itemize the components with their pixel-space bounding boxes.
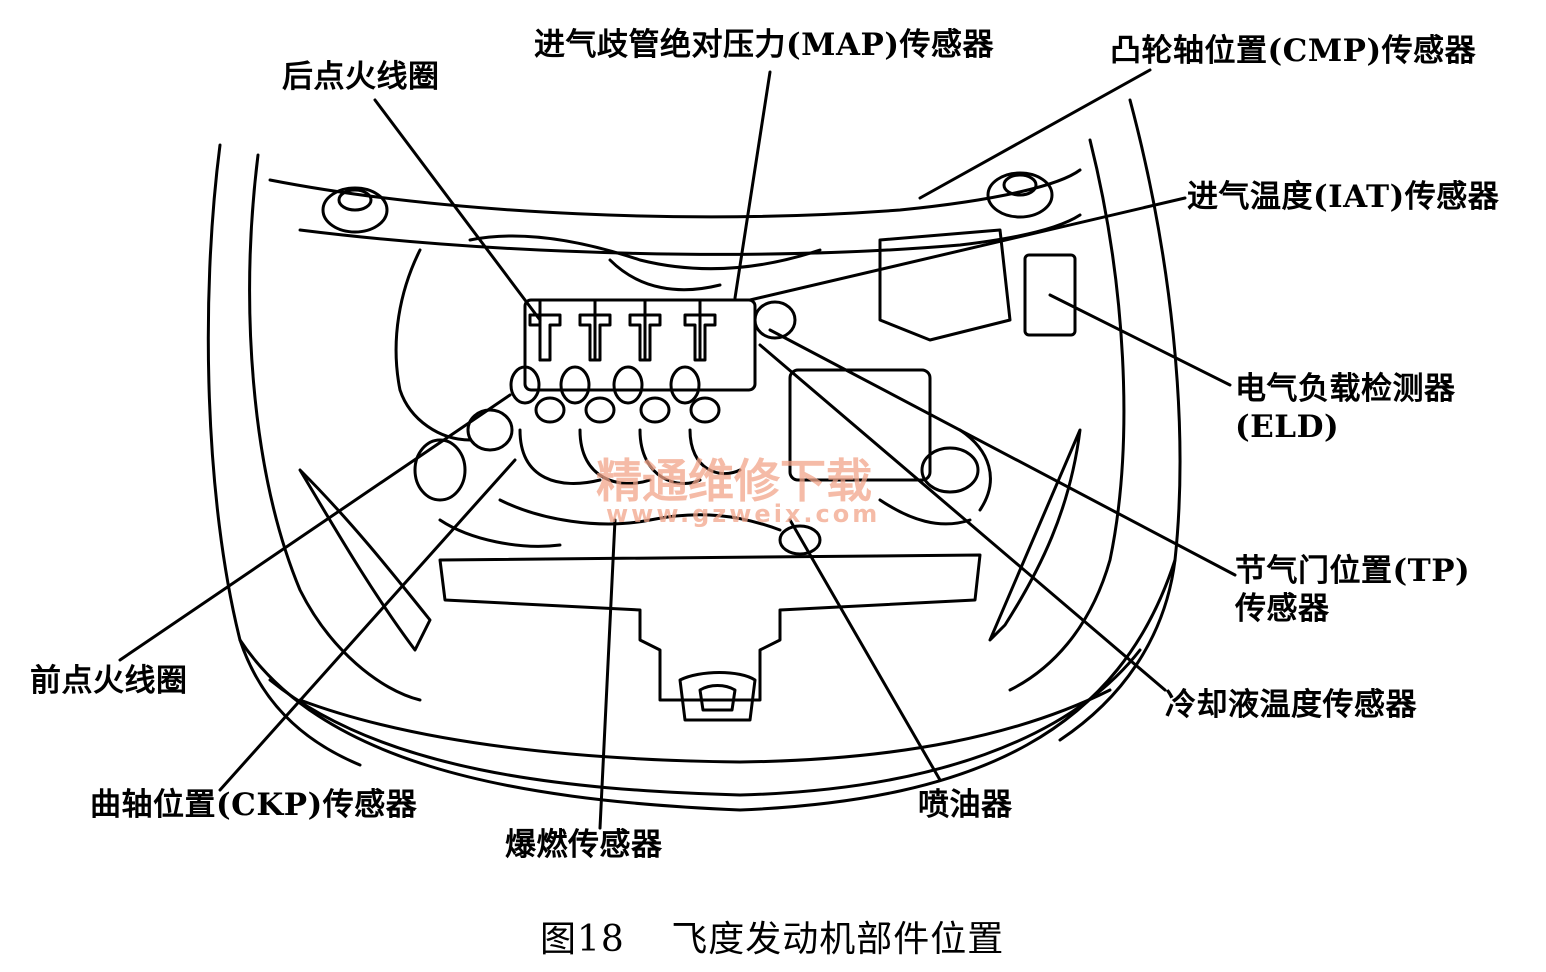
hood-outline-left: [206, 143, 362, 767]
hose-left: [394, 248, 472, 442]
strut-tower-right: [986, 171, 1054, 219]
label-ckp-sensor: 曲轴位置(CKP)传感器: [90, 787, 418, 823]
leader-front-ignition-coil: [118, 393, 512, 662]
label-rear-ignition-coil: 后点火线圈: [282, 59, 440, 95]
leader-eld: [1048, 293, 1232, 387]
label-iat-sensor: 进气温度(IAT)传感器: [1187, 179, 1500, 215]
leader-injector: [788, 518, 942, 782]
figure-title: 飞度发动机部件位置: [671, 919, 1005, 960]
coolant-component: [778, 524, 822, 556]
leader-knock-sensor: [598, 518, 617, 830]
battery: [788, 368, 932, 482]
leader-ckp-sensor: [218, 458, 517, 792]
hood-outline-right: [1058, 98, 1182, 742]
leader-iat-sensor: [748, 196, 1187, 302]
bumper-line-3: [298, 688, 1112, 764]
bumper-line-2: [268, 648, 1142, 797]
reservoir-left: [413, 438, 467, 502]
hood-outline-left-inner: [248, 153, 422, 702]
leader-map-sensor: [733, 70, 772, 300]
leader-cmp-sensor: [918, 68, 1152, 200]
label-cmp-sensor: 凸轮轴位置(CMP)传感器: [1110, 33, 1477, 69]
label-injector: 喷油器: [918, 787, 1013, 823]
bumper-line-1: [238, 558, 1177, 812]
label-tp-sensor: 节气门位置(TP) 传感器: [1235, 552, 1470, 628]
cowl-line-2: [298, 213, 1082, 256]
figure-number: 图18: [540, 919, 625, 960]
headlight-right: [988, 428, 1082, 642]
label-eld-line2: (ELD): [1235, 409, 1340, 445]
thermostat-housing: [920, 446, 980, 494]
valve-cover-ribs: [538, 298, 702, 362]
ignition-coils: [528, 313, 717, 362]
label-tp-line2: 传感器: [1235, 591, 1330, 627]
intake-runners: [518, 428, 742, 485]
label-eld-line1: 电气负载检测器: [1235, 371, 1456, 407]
label-tp-line1: 节气门位置(TP): [1235, 553, 1471, 589]
label-knock-sensor: 爆燃传感器: [505, 827, 663, 863]
leader-rear-ignition-coil: [373, 98, 542, 322]
leader-tp-sensor: [768, 328, 1237, 577]
radiator-support: [438, 553, 982, 702]
air-box: [878, 228, 1012, 342]
label-eld: 电气负载检测器 (ELD): [1235, 370, 1456, 446]
injector-ports: [509, 365, 721, 424]
strut-tower-left: [321, 186, 389, 234]
hood-outline-right-inner: [1008, 138, 1126, 692]
fuse-box: [1023, 253, 1077, 337]
watermark-url: www.gzweix.com: [606, 500, 881, 528]
label-coolant-temp-sensor: 冷却液温度传感器: [1165, 687, 1417, 723]
watermark-text: 精通维修下载: [596, 454, 872, 508]
cowl-line: [268, 168, 1082, 219]
throttle-body: [753, 300, 797, 340]
figure-caption: 图18 飞度发动机部件位置: [540, 910, 1004, 962]
headlight-left: [298, 468, 432, 652]
label-front-ignition-coil: 前点火线圈: [30, 663, 188, 699]
hose-right: [958, 428, 992, 512]
grille-emblem: [678, 671, 757, 722]
label-map-sensor: 进气歧管绝对压力(MAP)传感器: [534, 27, 995, 63]
leader-coolant-temp: [758, 343, 1167, 692]
